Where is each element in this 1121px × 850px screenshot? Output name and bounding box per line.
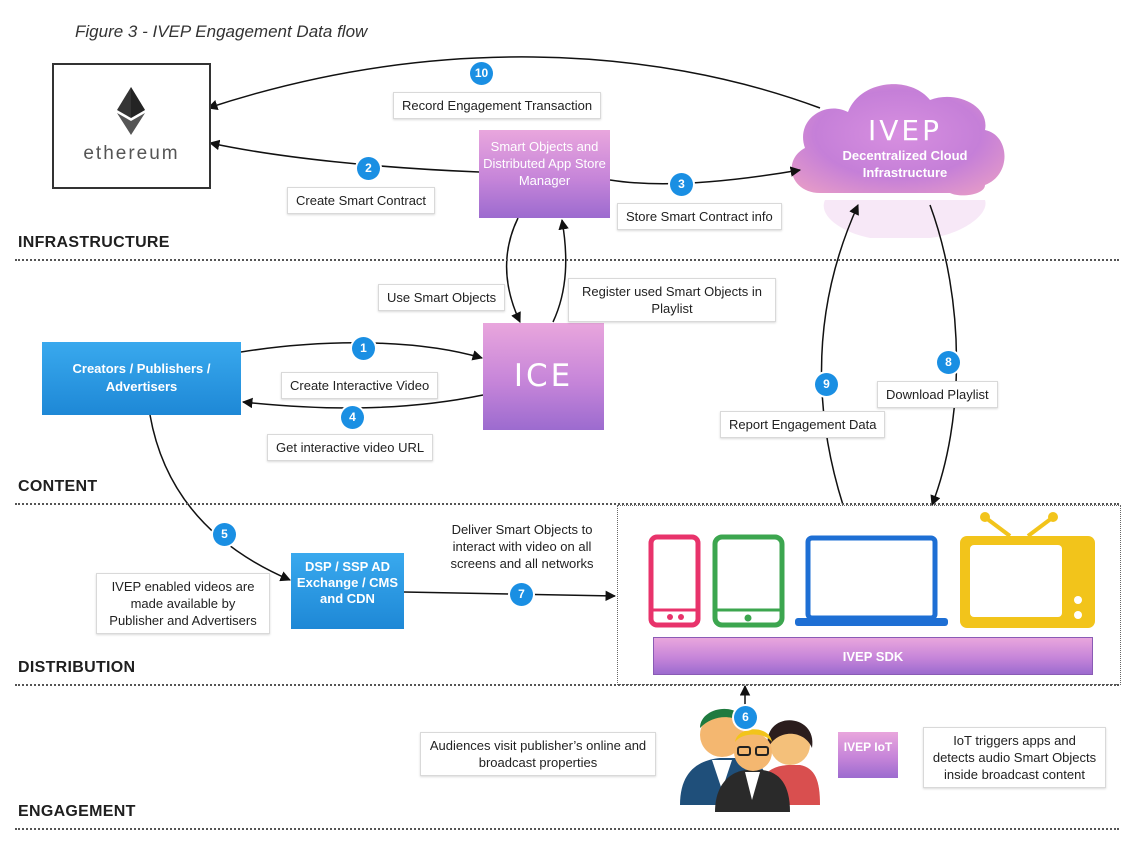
- figure-caption: Figure 3 - IVEP Engagement Data flow: [75, 22, 368, 41]
- label-download-playlist: Download Playlist: [877, 381, 998, 408]
- step-2: 2: [357, 157, 380, 180]
- ethereum-label: ethereum: [83, 143, 180, 164]
- divider-2: [15, 503, 1119, 505]
- label-create-video: Create Interactive Video: [281, 372, 439, 399]
- app-store-manager-box: Smart Objects and Distributed App Store …: [479, 130, 610, 218]
- step-4: 4: [341, 406, 364, 429]
- ivep-iot-box: IVEP IoT: [838, 732, 898, 778]
- ice-box: ICE: [483, 323, 604, 430]
- laptop-icon: [795, 535, 948, 626]
- label-store-contract: Store Smart Contract info: [617, 203, 782, 230]
- step-6: 6: [734, 706, 757, 729]
- cloud-title: IVEP: [868, 114, 942, 147]
- label-iot-triggers: IoT triggers apps and detects audio Smar…: [923, 727, 1106, 788]
- ivep-cloud: [791, 84, 1005, 238]
- label-deliver-objects: Deliver Smart Objects to interact with v…: [431, 517, 613, 576]
- creators-box: Creators / Publishers / Advertisers: [42, 342, 241, 415]
- step-9: 9: [815, 373, 838, 396]
- divider-4: [15, 828, 1119, 830]
- ethereum-box: ethereum: [52, 63, 211, 189]
- step-7: 7: [510, 583, 533, 606]
- step-3: 3: [670, 173, 693, 196]
- label-videos-available: IVEP enabled videos are made available b…: [96, 573, 270, 634]
- ivep-sdk-bar: IVEP SDK: [653, 637, 1093, 675]
- cloud-subtitle: Decentralized Cloud Infrastructure: [842, 148, 968, 180]
- ethereum-logo-icon: [117, 87, 145, 135]
- label-register-objects: Register used Smart Objects in Playlist: [568, 278, 776, 322]
- label-use-objects: Use Smart Objects: [378, 284, 506, 311]
- section-engagement: ENGAGEMENT: [18, 803, 136, 820]
- step-8: 8: [937, 351, 960, 374]
- step-10: 10: [470, 62, 493, 85]
- dsp-box: DSP / SSP AD Exchange / CMS and CDN: [291, 553, 404, 629]
- label-report-data: Report Engagement Data: [720, 411, 886, 438]
- divider-3: [15, 684, 1119, 686]
- label-audiences: Audiences visit publisher’s online and b…: [420, 732, 656, 776]
- label-create-contract: Create Smart Contract: [287, 187, 436, 214]
- tv-icon: [960, 512, 1095, 628]
- divider-1: [15, 259, 1119, 261]
- step-1: 1: [352, 337, 375, 360]
- tablet-icon: [712, 534, 785, 628]
- section-content: CONTENT: [18, 478, 98, 495]
- section-distribution: DISTRIBUTION: [18, 659, 136, 676]
- label-get-url: Get interactive video URL: [267, 434, 434, 461]
- label-record-engagement: Record Engagement Transaction: [393, 92, 602, 119]
- section-infrastructure: INFRASTRUCTURE: [18, 234, 170, 251]
- step-5: 5: [213, 523, 236, 546]
- phone-icon: [648, 534, 701, 628]
